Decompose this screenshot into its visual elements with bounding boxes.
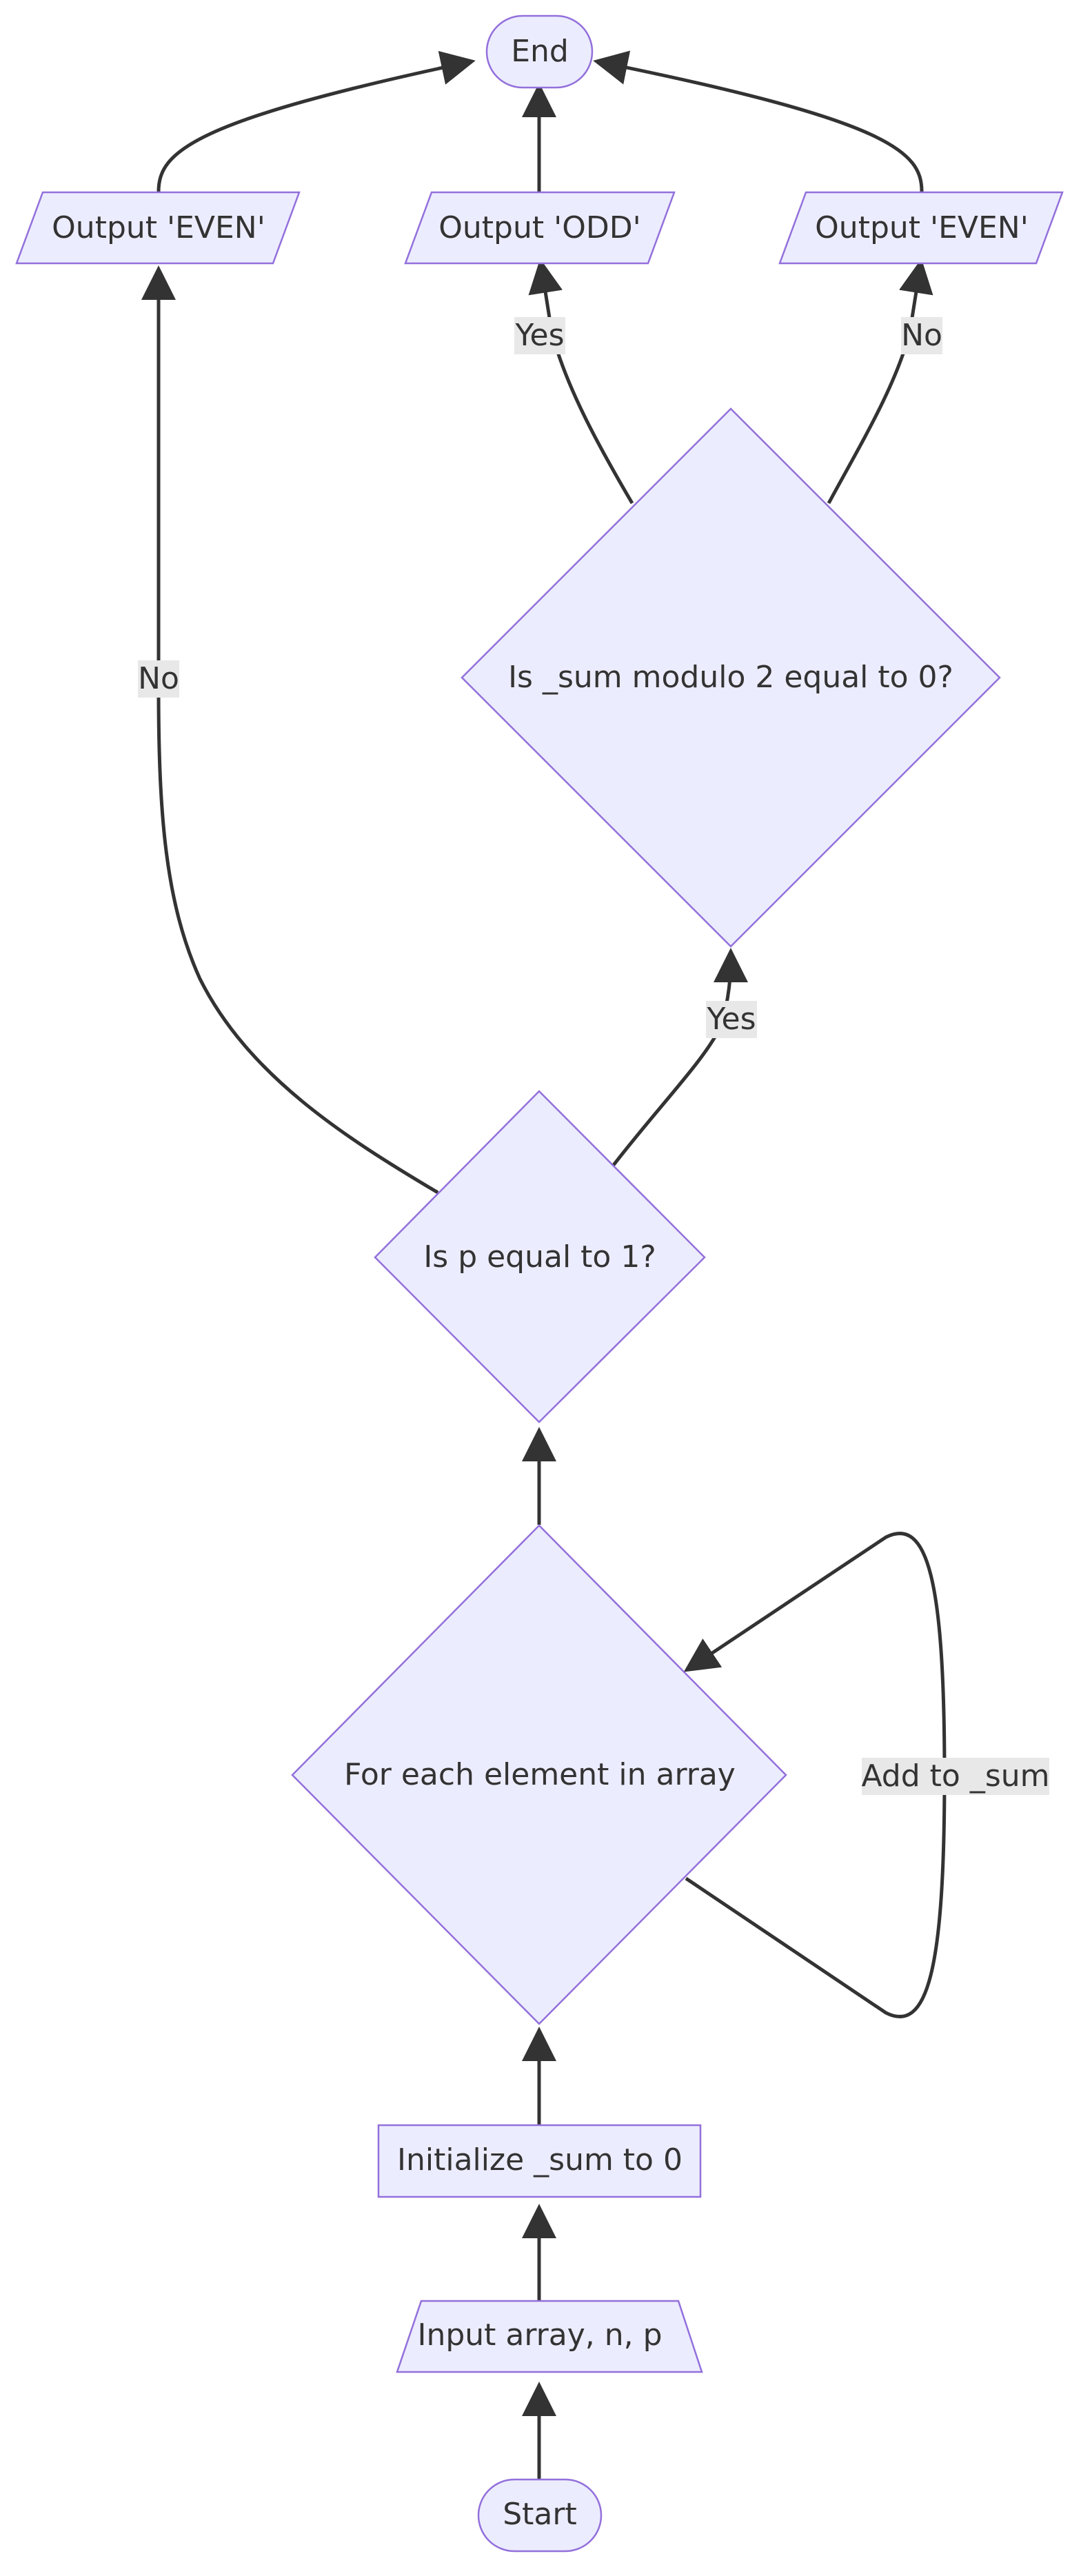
edge-labels: Add to _sum Yes No Yes No: [138, 317, 1050, 1795]
out-odd-label: Output 'ODD': [438, 210, 640, 245]
out-even-right-node: Output 'EVEN': [778, 191, 1064, 265]
end-label: End: [511, 34, 569, 69]
p-yes-label: Yes: [706, 1001, 757, 1038]
start-label: Start: [503, 2497, 577, 2532]
input-node: Input array, n, p: [396, 2300, 703, 2373]
loop-node: For each element in array: [291, 1524, 787, 2025]
start-node: Start: [477, 2478, 603, 2553]
init-sum-label: Initialize _sum to 0: [397, 2142, 683, 2178]
loop-self-label: Add to _sum: [861, 1758, 1050, 1795]
mod-yes-label: Yes: [514, 317, 565, 354]
out-even-left-node: Output 'EVEN': [15, 191, 301, 265]
nodes: Start Input array, n, p Initialize _sum …: [15, 14, 1064, 2553]
edge-evenleft-to-end: [156, 50, 476, 192]
out-odd-node: Output 'ODD': [404, 191, 676, 265]
edge-checkp-yes: [612, 948, 748, 1166]
mod-no-label: No: [901, 317, 942, 354]
input-label: Input array, n, p: [417, 2318, 662, 2353]
check-mod-label: Is _sum modulo 2 equal to 0?: [508, 660, 953, 695]
edge-checkp-no: [141, 265, 439, 1195]
edge-checkmod-no: [827, 258, 933, 505]
mod-yes-label-text: Yes: [514, 318, 564, 353]
loop-label: For each element in array: [344, 1757, 736, 1792]
init-sum-node: Initialize _sum to 0: [377, 2124, 702, 2198]
p-no-label: No: [138, 660, 179, 698]
out-even-left-label: Output 'EVEN': [52, 210, 265, 245]
mod-no-label-text: No: [901, 318, 942, 353]
end-node: End: [485, 14, 594, 89]
p-no-label-text: No: [138, 661, 179, 696]
p-yes-label-text: Yes: [706, 1002, 756, 1037]
loop-self-label-text: Add to _sum: [861, 1758, 1049, 1794]
edge-evenright-to-end: [593, 50, 924, 192]
check-p-node: Is p equal to 1?: [374, 1090, 706, 1423]
out-even-right-label: Output 'EVEN': [815, 210, 1029, 245]
check-p-label: Is p equal to 1?: [423, 1239, 656, 1275]
check-mod-node: Is _sum modulo 2 equal to 0?: [461, 407, 1001, 948]
edge-checkmod-yes: [528, 258, 634, 505]
